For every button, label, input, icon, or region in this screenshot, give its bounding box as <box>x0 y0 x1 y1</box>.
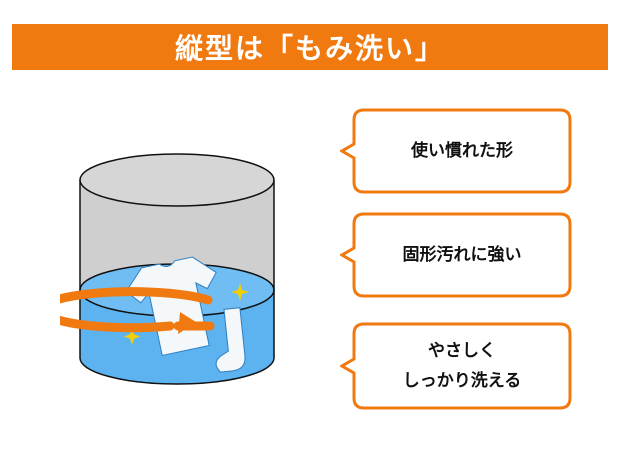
callout-label-line-1: やさしく <box>428 341 496 361</box>
speech-bubble-icon <box>340 108 572 194</box>
callout-label: 使い慣れた形 <box>411 141 513 161</box>
speech-bubble-icon <box>340 212 572 298</box>
speech-bubble-icon <box>340 322 572 410</box>
title-banner: 縦型は「もみ洗い」 <box>12 24 608 70</box>
callout-gentle-thorough-wash: やさしく しっかり洗える <box>340 322 572 410</box>
callout-familiar-shape: 使い慣れた形 <box>340 108 572 194</box>
page-title: 縦型は「もみ洗い」 <box>174 32 445 65</box>
callout-label-line-2: しっかり洗える <box>402 371 522 391</box>
callout-strong-against-solid-dirt: 固形汚れに強い <box>340 212 572 298</box>
rotation-arrow-icon <box>60 287 215 334</box>
sock-icon <box>215 307 246 373</box>
sparkle-icon <box>123 283 249 345</box>
callout-label: 固形汚れに強い <box>402 245 522 265</box>
washing-drum-icon <box>60 153 275 385</box>
